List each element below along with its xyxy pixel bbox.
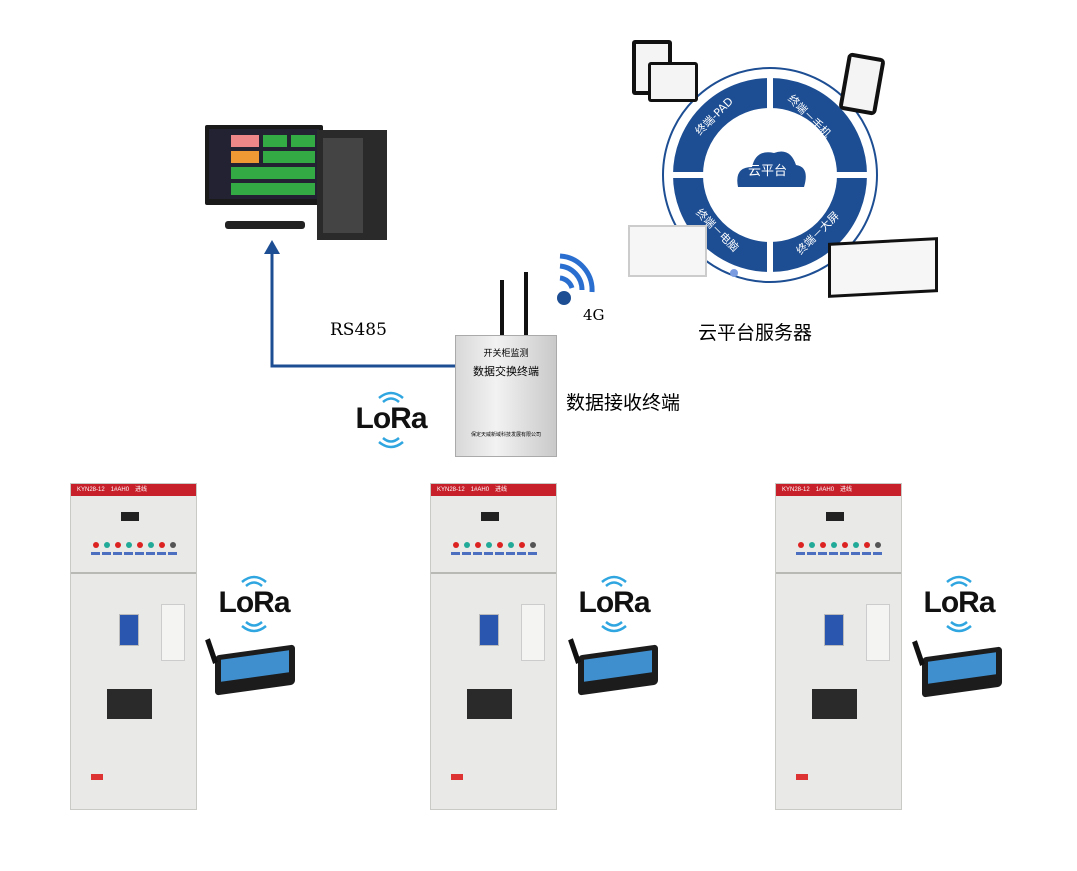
lora-text: LoRa — [923, 586, 996, 619]
pc-tower — [317, 130, 387, 240]
lora-text: LoRa — [578, 586, 651, 619]
lora-wave-icon — [946, 575, 972, 633]
big-screen-device — [828, 237, 938, 298]
lora-wave-icon — [241, 575, 267, 633]
cloud-server-label: 云平台服务器 — [698, 322, 813, 344]
rs485-label: RS485 — [330, 320, 387, 340]
antenna — [524, 272, 528, 338]
box-line1: 开关柜监测 — [483, 349, 529, 359]
cloud-icon — [737, 151, 806, 187]
cloud-platform-ring — [662, 67, 878, 283]
tablet-device — [648, 62, 698, 102]
lora-text: LoRa — [355, 402, 428, 435]
pc-monitor-device — [628, 225, 707, 277]
lora-logo: LoRa — [568, 572, 660, 638]
lora-wave-icon — [378, 391, 404, 449]
lora-logo: LoRa — [208, 572, 300, 638]
wireless-signal-icon — [557, 253, 595, 305]
antenna — [500, 280, 504, 338]
cloud-center-label: 云平台 — [748, 164, 788, 179]
lora-logo: LoRa — [913, 572, 1005, 638]
box-line2: 数据交换终端 — [473, 365, 539, 378]
monitor — [205, 125, 323, 205]
lora-logo: LoRa — [345, 388, 437, 454]
desktop-computer — [205, 125, 395, 245]
lora-wave-icon — [601, 575, 627, 633]
lora-text: LoRa — [218, 586, 291, 619]
box-company: 保定天威新域科技发展有限公司 — [470, 432, 541, 438]
4g-label: 4G — [583, 306, 605, 324]
receiver-label: 数据接收终端 — [566, 392, 681, 414]
data-exchange-terminal-box: 开关柜监测 数据交换终端 保定天威新域科技发展有限公司 — [455, 335, 557, 457]
